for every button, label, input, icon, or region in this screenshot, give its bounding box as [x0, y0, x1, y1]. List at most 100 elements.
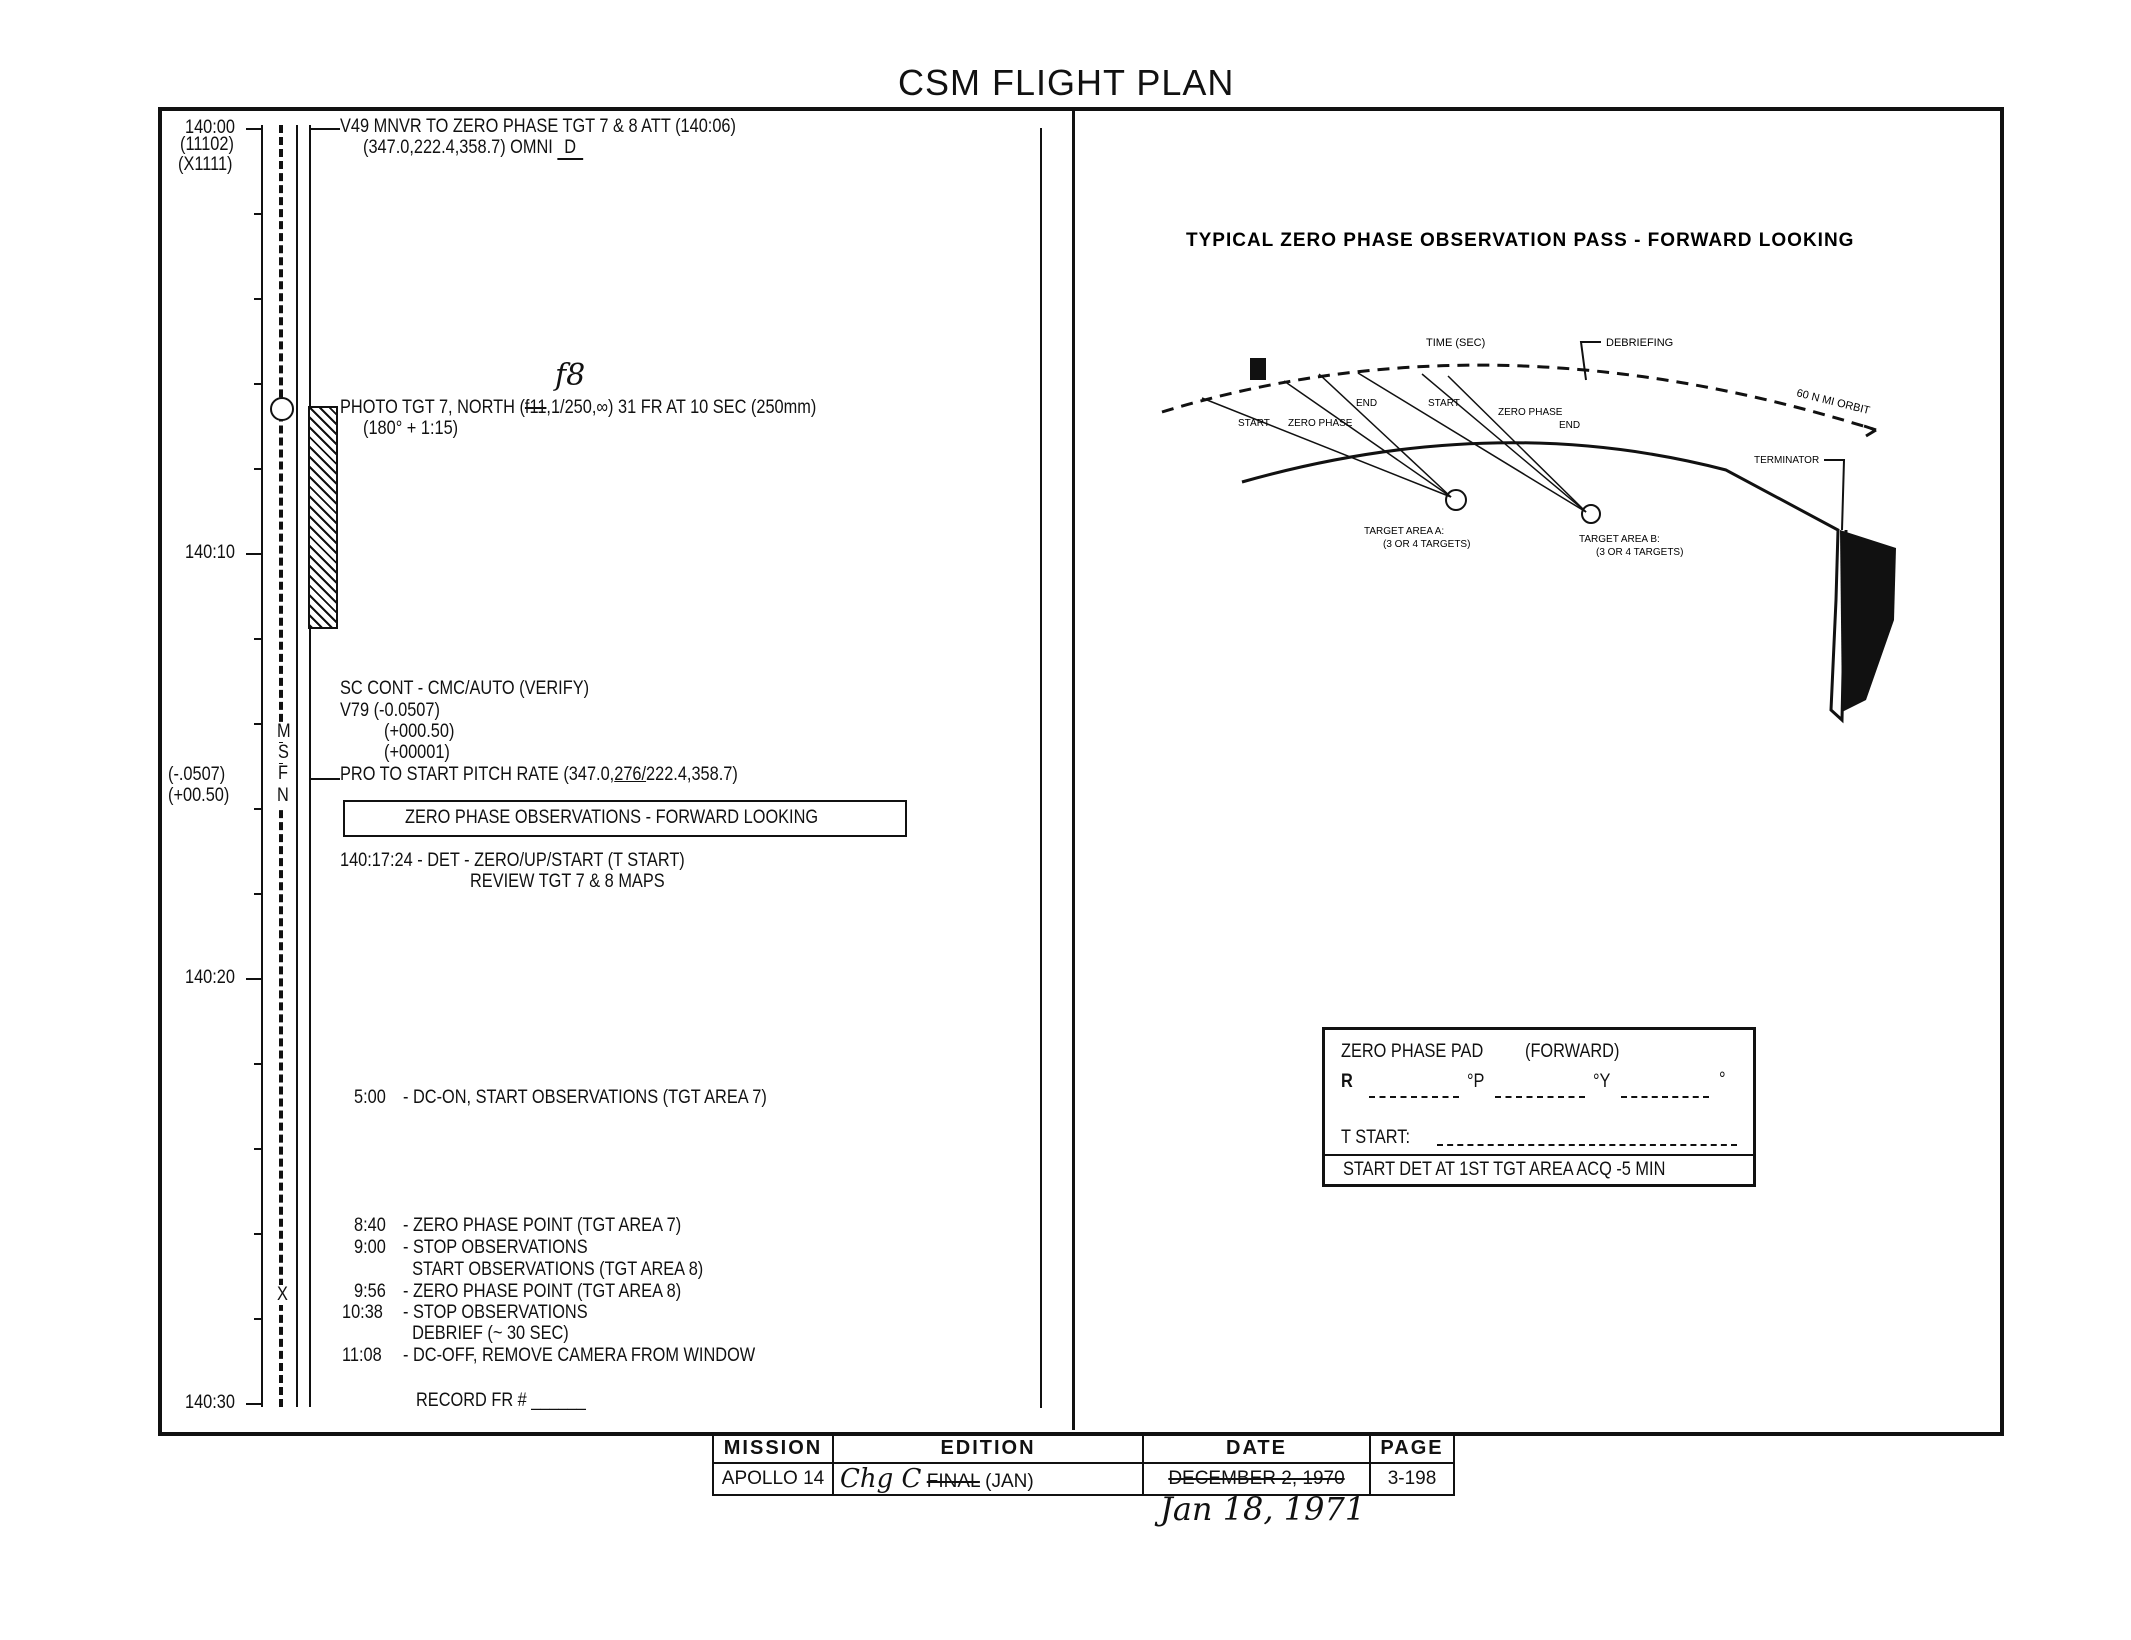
edition-struck: FINAL — [926, 1471, 980, 1492]
handwritten-date: Jan 18, 1971 — [1160, 1490, 1366, 1528]
timeline-axis — [261, 125, 263, 1407]
leader-line — [310, 778, 340, 780]
timeline-tick — [254, 1318, 262, 1320]
label-start-b: START — [1428, 398, 1460, 409]
side-value: (+00.50) — [168, 785, 230, 806]
orbit-label: 60 N MI ORBIT — [1795, 387, 1871, 417]
footer-date-struck: DECEMBER 2, 1970 — [1142, 1462, 1371, 1496]
footer-header: EDITION — [832, 1432, 1144, 1464]
entry-photo-sub: (180° + 1:15) — [363, 418, 459, 439]
timeline-tick — [246, 128, 262, 130]
footer-header: PAGE — [1369, 1432, 1455, 1464]
entry-v79: V79 (-0.0507) — [340, 700, 440, 721]
timeline-tick — [254, 638, 262, 640]
target-a-sub: (3 OR 4 TARGETS) — [1383, 539, 1470, 550]
obs-text: - STOP OBSERVATIONS — [403, 1237, 588, 1258]
timeline-tick — [254, 808, 262, 810]
pro-text: 222.4,358.7) — [646, 764, 738, 785]
footer-page: 3-198 — [1369, 1462, 1455, 1496]
photo-hatched-bar — [308, 406, 338, 629]
obs-text: - ZERO PHASE POINT (TGT AREA 8) — [403, 1281, 682, 1302]
timeline-tick — [254, 893, 262, 895]
page-title: CSM FLIGHT PLAN — [898, 62, 1235, 103]
pad-deg: ° — [1719, 1069, 1726, 1090]
orbit-arrow-icon — [1863, 424, 1877, 438]
target-area-b-marker — [1581, 504, 1601, 524]
pad-t-start-label: T START: — [1341, 1127, 1411, 1148]
obs-text: - ZERO PHASE POINT (TGT AREA 7) — [403, 1215, 682, 1236]
pad-r-label: R — [1341, 1071, 1353, 1092]
spacecraft-icon — [1250, 358, 1266, 380]
photo-struck-fstop: f11 — [524, 397, 547, 418]
obs-time: 10:38 — [342, 1302, 383, 1323]
footer-mission: APOLLO 14 — [712, 1462, 834, 1496]
timeline-label: 140:30 — [185, 1392, 235, 1413]
time-label: TIME (SEC) — [1426, 337, 1485, 349]
obs-time: 11:08 — [342, 1345, 382, 1366]
debriefing-leader — [1579, 341, 1601, 381]
timeline-tick — [254, 468, 262, 470]
timeline-tick — [254, 1233, 262, 1235]
terminator-label: TERMINATOR — [1754, 455, 1819, 466]
obs-text: DEBRIEF (~ 30 SEC) — [403, 1323, 569, 1344]
handwritten-f8: f8 — [555, 358, 586, 393]
pad-subtitle: (FORWARD) — [1525, 1041, 1620, 1062]
timeline-tick — [254, 1148, 262, 1150]
panel-divider — [1072, 110, 1075, 1430]
pad-y-field[interactable] — [1621, 1096, 1709, 1098]
terminator-shadow — [1840, 530, 1896, 712]
pad-p-label: °P — [1467, 1071, 1485, 1092]
timeline-label: 140:10 — [185, 542, 235, 563]
pad-p-field[interactable] — [1495, 1096, 1585, 1098]
pad-t-start-field[interactable] — [1437, 1144, 1737, 1146]
zero-phase-diagram: TYPICAL ZERO PHASE OBSERVATION PASS - FO… — [1161, 230, 1896, 724]
timeline-label: 140:00 — [185, 117, 235, 138]
diagram-title: TYPICAL ZERO PHASE OBSERVATION PASS - FO… — [1186, 230, 1854, 251]
station-letter: N — [277, 785, 289, 806]
timeline-rule — [309, 125, 311, 1407]
entry-record: RECORD FR # ______ — [416, 1390, 586, 1411]
left-panel-rule — [1040, 128, 1042, 1408]
timeline-tick — [254, 1063, 262, 1065]
timeline-tick — [246, 553, 262, 555]
label-start-a: START — [1238, 418, 1270, 429]
station-letter: M — [277, 721, 291, 742]
label-zero-a: ZERO PHASE — [1288, 418, 1353, 429]
entry-det: REVIEW TGT 7 & 8 MAPS — [470, 871, 665, 892]
pro-underlined: 276/ — [614, 764, 647, 785]
footer-edition: Chg C FINAL (JAN) — [832, 1462, 1144, 1496]
leader-line — [310, 128, 340, 130]
section-box: ZERO PHASE OBSERVATIONS - FORWARD LOOKIN… — [343, 800, 907, 837]
target-b-label: TARGET AREA B: — [1579, 534, 1660, 545]
timeline-tick — [246, 978, 262, 980]
label-end-a: END — [1356, 398, 1377, 409]
footer-header: DATE — [1142, 1432, 1371, 1464]
target-b-sub: (3 OR 4 TARGETS) — [1596, 547, 1683, 558]
timeline-tick — [254, 213, 262, 215]
entry-v49: V49 MNVR TO ZERO PHASE TGT 7 & 8 ATT (14… — [340, 116, 736, 137]
att-text: (347.0,222.4,358.7) OMNI — [363, 137, 558, 158]
timeline-tick — [254, 298, 262, 300]
side-value: (-.0507) — [168, 764, 226, 785]
timeline-label: 140:20 — [185, 967, 235, 988]
pro-text: PRO TO START PITCH RATE (347.0, — [340, 764, 615, 785]
obs-text: - DC-OFF, REMOVE CAMERA FROM WINDOW — [403, 1345, 756, 1366]
pad-divider — [1325, 1154, 1753, 1156]
entry-v79: (+00001) — [384, 742, 450, 763]
station-end: X — [277, 1284, 288, 1305]
timeline-tick — [254, 383, 262, 385]
rev-label: (11102) — [180, 134, 234, 155]
obs-text: START OBSERVATIONS (TGT AREA 8) — [403, 1259, 704, 1280]
footer-table: MISSION EDITION DATE PAGE APOLLO 14 Chg … — [712, 1432, 1455, 1496]
pad-r-field[interactable] — [1369, 1096, 1459, 1098]
obs-text: - DC-ON, START OBSERVATIONS (TGT AREA 7) — [403, 1087, 767, 1108]
entry-sc-cont: SC CONT - CMC/AUTO (VERIFY) — [340, 678, 590, 699]
target-a-label: TARGET AREA A: — [1364, 526, 1444, 537]
orbit-path — [1161, 363, 1877, 432]
station-letter: F — [278, 763, 288, 784]
photo-marker-icon — [270, 397, 294, 421]
pad-title: ZERO PHASE PAD — [1341, 1041, 1484, 1062]
timeline-tick — [246, 1403, 262, 1405]
entry-pro: PRO TO START PITCH RATE (347.0,276/222.4… — [340, 765, 738, 785]
timeline-tick — [254, 723, 262, 725]
